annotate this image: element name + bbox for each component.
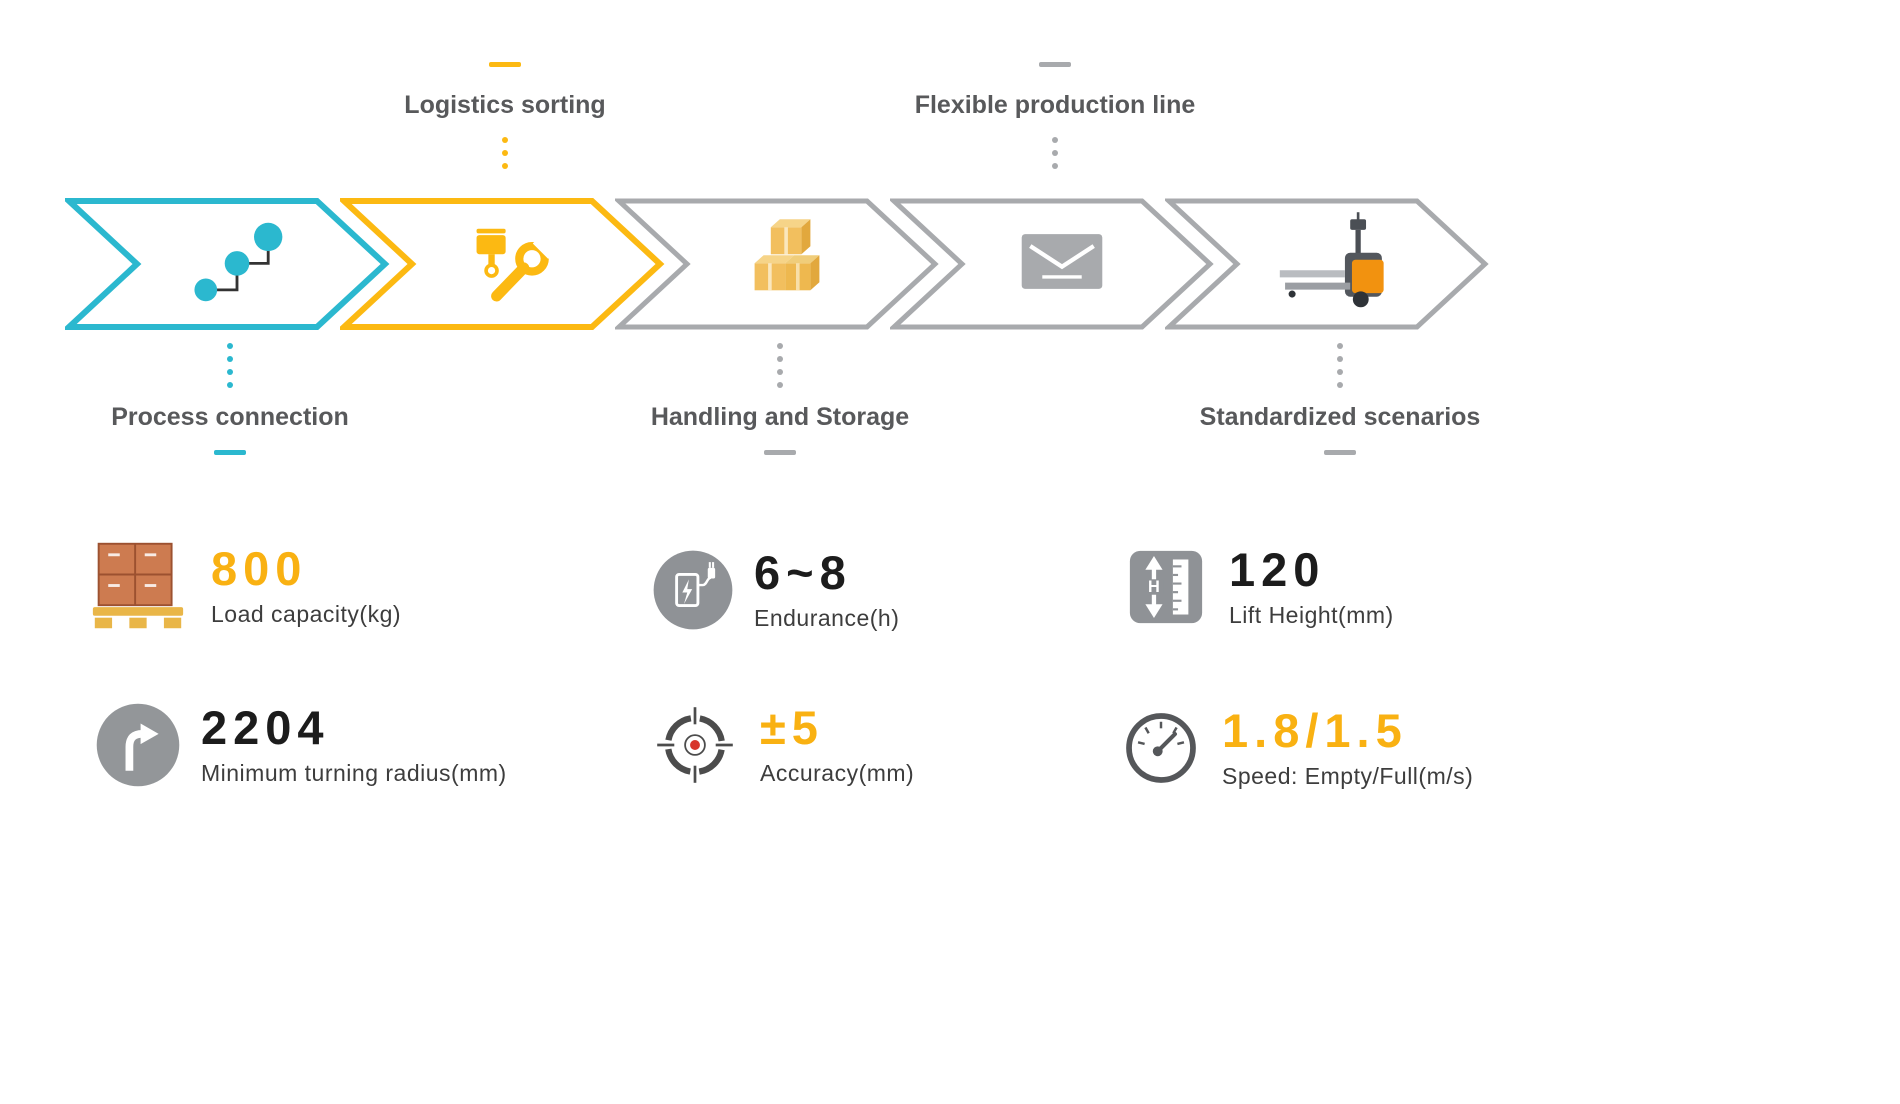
- flow-chevron-row: [65, 197, 1495, 331]
- tools-icon: [462, 216, 562, 313]
- flow-step-standardized-scenarios: [1165, 197, 1495, 331]
- label-dash: [764, 450, 796, 455]
- lift-height-icon: H: [1123, 544, 1209, 630]
- chevron-shape: [65, 198, 390, 330]
- flow-label-process-connection: Process connection: [65, 336, 395, 455]
- chevron-shape: [890, 198, 1214, 330]
- spec-value: 800: [211, 541, 308, 595]
- flow-label-logistics-sorting: Logistics sorting: [340, 62, 670, 176]
- flow-step-label: Process connection: [111, 403, 349, 431]
- spec-lift-height: H 120 Lift Height(mm): [1123, 544, 1394, 630]
- spec-endurance: 6~8 Endurance(h): [652, 548, 899, 632]
- spec-value: 120: [1229, 542, 1326, 596]
- flow-step-label: Standardized scenarios: [1199, 403, 1481, 431]
- chevron-shape: [340, 198, 665, 330]
- flow-step-label: Flexible production line: [914, 91, 1196, 119]
- spec-value: ±5: [760, 700, 824, 754]
- spec-label: Endurance(h): [754, 605, 900, 632]
- charging-icon: [652, 549, 734, 631]
- flow-label-flexible-production-line: Flexible production line: [890, 62, 1220, 176]
- speedometer-icon: [1120, 707, 1202, 789]
- label-dash: [1039, 62, 1071, 67]
- dotted-connector: [1337, 336, 1343, 395]
- pallet-truck-icon: [1271, 206, 1403, 323]
- turning-radius-icon: [95, 702, 181, 788]
- spec-accuracy: ±5 Accuracy(mm): [650, 700, 914, 790]
- spec-label: Speed: Empty/Full(m/s): [1222, 763, 1474, 790]
- spec-value: 2204: [201, 700, 330, 754]
- spec-speed: 1.8/1.5 Speed: Empty/Full(m/s): [1120, 706, 1473, 790]
- flow-step-process-connection: [65, 197, 395, 331]
- spec-load-capacity: 800 Load capacity(kg): [85, 538, 401, 634]
- svg-text:H: H: [1148, 578, 1160, 596]
- flow-step-label: Logistics sorting: [404, 91, 606, 119]
- spec-value: 1.8/1.5: [1222, 704, 1408, 757]
- flow-step-handling-storage: [615, 197, 945, 331]
- process-connection-icon: [185, 214, 289, 315]
- flow-label-standardized-scenarios: Standardized scenarios: [1175, 336, 1505, 455]
- flow-label-handling-storage: Handling and Storage: [615, 336, 945, 455]
- spec-label: Lift Height(mm): [1229, 602, 1394, 629]
- spec-label: Minimum turning radius(mm): [201, 760, 507, 787]
- label-dash: [214, 450, 246, 455]
- label-dash: [489, 62, 521, 67]
- dotted-connector: [227, 336, 233, 395]
- flow-step-label: Handling and Storage: [650, 403, 910, 431]
- spec-turning-radius: 2204 Minimum turning radius(mm): [95, 702, 507, 788]
- spec-value: 6~8: [754, 546, 852, 599]
- chevron-shape: [615, 198, 939, 330]
- accuracy-icon: [650, 700, 740, 790]
- dotted-connector: [777, 336, 783, 395]
- envelope-icon: [1014, 226, 1110, 303]
- spec-label: Accuracy(mm): [760, 760, 915, 787]
- flow-step-logistics-sorting: [340, 197, 670, 331]
- dotted-connector: [1052, 130, 1058, 176]
- dotted-connector: [502, 130, 508, 176]
- pallet-load-icon: [85, 538, 191, 634]
- chevron-shape: [1165, 198, 1489, 330]
- boxes-icon: [733, 216, 841, 313]
- label-dash: [1324, 450, 1356, 455]
- spec-label: Load capacity(kg): [211, 601, 402, 628]
- flow-step-flexible-production: [890, 197, 1220, 331]
